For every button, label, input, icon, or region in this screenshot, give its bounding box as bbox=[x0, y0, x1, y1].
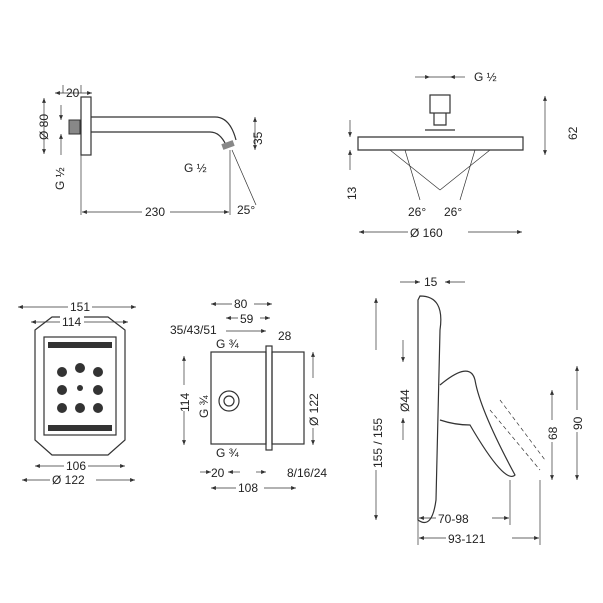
adjust-label: 8/16/24 bbox=[287, 466, 327, 480]
offset-label: 20 bbox=[211, 466, 225, 480]
thread-top-label: G ¾ bbox=[216, 337, 240, 351]
outlet-thread-label: G ½ bbox=[184, 161, 207, 175]
shower-head-view: G ½ 62 13 26° 26° Ø 160 bbox=[345, 70, 580, 240]
total-depth-label: 108 bbox=[238, 481, 258, 495]
inner-width-label: 114 bbox=[62, 315, 81, 329]
box-front-view: 151 114 106 Ø 122 bbox=[18, 299, 136, 487]
angle-left-label: 26° bbox=[408, 205, 426, 219]
depth-label: 80 bbox=[234, 297, 248, 311]
drop-label: 35 bbox=[251, 131, 265, 145]
angle-right-label: 26° bbox=[444, 205, 462, 219]
shower-arm-view: 20 Ø 80 G ½ G ½ 35 230 25° bbox=[37, 85, 265, 219]
mixer-view: 15 155 / 155 Ø44 68 90 70-98 93-121 bbox=[368, 275, 585, 546]
cover-plate bbox=[417, 295, 442, 524]
lever-width-label: 15 bbox=[424, 275, 438, 289]
head-diameter-label: Ø 160 bbox=[410, 226, 443, 240]
side-diameter-label: Ø 122 bbox=[307, 393, 321, 426]
plate-height-label: 155 / 155 bbox=[371, 418, 385, 468]
lever bbox=[439, 370, 516, 477]
thread-bottom-label: G ¾ bbox=[216, 446, 240, 460]
outlet-thread bbox=[221, 140, 235, 150]
lever-total-label: 90 bbox=[571, 416, 585, 430]
wall-depth-label: 35/43/51 bbox=[170, 323, 217, 337]
box-side-view: 80 59 35/43/51 28 G ¾ G ¾ 114 Ø 122 G ¾ … bbox=[170, 296, 327, 495]
angle-label: 25° bbox=[237, 203, 255, 217]
lever-height-label: 68 bbox=[546, 426, 560, 440]
head-connector bbox=[429, 94, 451, 114]
flange-diameter-label: Ø 80 bbox=[37, 114, 51, 140]
arm-pipe bbox=[91, 116, 237, 146]
plaster-label: 28 bbox=[278, 329, 292, 343]
head-height-label: 62 bbox=[566, 126, 580, 140]
box-diameter-label: Ø 122 bbox=[52, 473, 85, 487]
wall-thread-label: G ½ bbox=[53, 167, 67, 190]
total-projection-label: 93-121 bbox=[448, 532, 486, 546]
wall-thread bbox=[68, 119, 81, 135]
bottom-width-label: 106 bbox=[66, 459, 86, 473]
flange-depth-label: 20 bbox=[66, 86, 80, 100]
head-plate bbox=[357, 113, 524, 151]
length-label: 230 bbox=[145, 205, 165, 219]
mixer-diameter-label: Ø44 bbox=[398, 389, 412, 412]
wall-flange bbox=[80, 96, 92, 156]
projection-label: 70-98 bbox=[438, 512, 469, 526]
plate-thickness-label: 13 bbox=[345, 186, 359, 200]
thread-mid-label: G ¾ bbox=[197, 394, 211, 418]
inner-depth-label: 59 bbox=[240, 312, 254, 326]
outer-width-label: 151 bbox=[70, 300, 90, 314]
head-thread-label: G ½ bbox=[474, 70, 497, 84]
box-height-label: 114 bbox=[178, 393, 192, 412]
